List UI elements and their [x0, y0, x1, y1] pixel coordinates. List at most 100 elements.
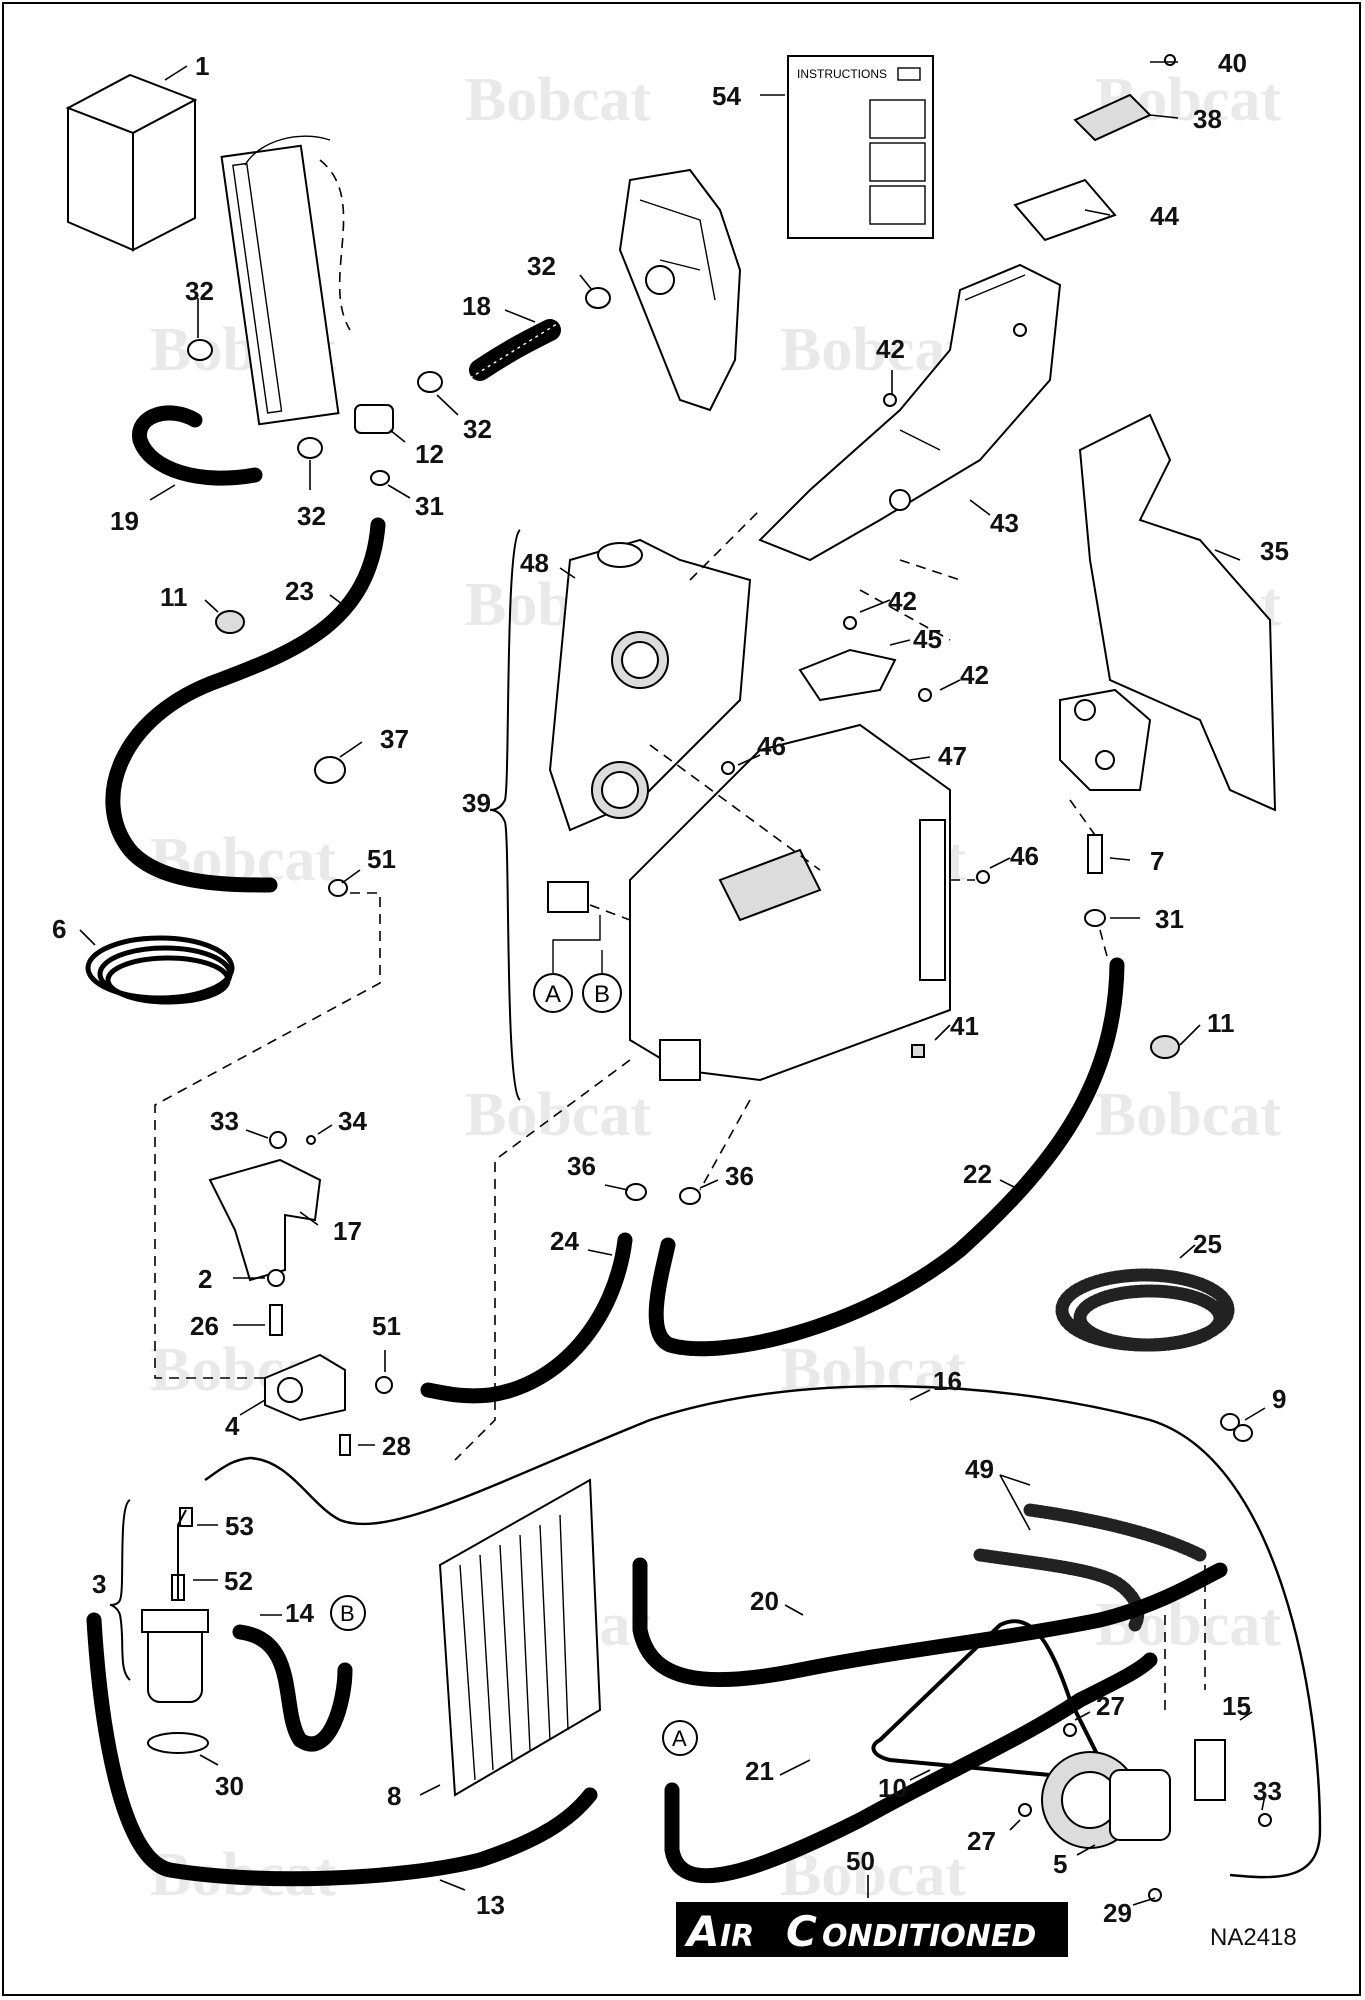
heater-box-47	[629, 723, 951, 1082]
clamp-51	[375, 1376, 393, 1394]
receiver-drier	[141, 1609, 209, 1703]
callout-12: 12	[415, 439, 444, 469]
hose-14	[232, 1624, 353, 1752]
callout-39: 39	[462, 788, 491, 818]
callout-11: 11	[160, 582, 188, 612]
instructions-label: INSTRUCTIONS	[797, 67, 887, 81]
callout-30: 30	[215, 1771, 244, 1801]
callout-50: 50	[846, 1846, 875, 1876]
watermark-text: Bobcat	[1095, 1591, 1281, 1659]
bolt-42	[918, 688, 932, 702]
callout-42: 42	[888, 586, 917, 616]
callout-42: 42	[876, 334, 905, 364]
connector-b-label: B	[594, 981, 610, 1008]
watermark-text: Bobcat	[780, 1841, 966, 1909]
brace-3	[109, 1499, 131, 1681]
watermark-text: Bobcat	[1095, 1081, 1281, 1149]
instructions-sheet-54: INSTRUCTIONS	[787, 55, 934, 239]
bolt-46	[976, 870, 990, 884]
callout-29: 29	[1103, 1898, 1132, 1928]
callout-49: 49	[965, 1454, 994, 1484]
compressor-5	[1041, 1751, 1171, 1849]
bracket-17	[208, 1131, 322, 1282]
callout-32: 32	[527, 251, 556, 281]
banner-word-ir: IR	[720, 1919, 754, 1954]
bracket-15	[1194, 1739, 1226, 1801]
callout-31: 31	[415, 491, 444, 521]
callout-54: 54	[712, 81, 741, 111]
callout-32: 32	[463, 414, 492, 444]
watermark-text: Bobcat	[465, 66, 651, 134]
vent-bezel-44	[1013, 178, 1117, 242]
hose-coil-6	[85, 935, 235, 1005]
bolt-46	[721, 761, 735, 775]
screw-40	[1164, 54, 1176, 66]
callout-19: 19	[110, 506, 139, 536]
callout-46: 46	[1010, 841, 1039, 871]
hose-coil-25	[1055, 1268, 1235, 1352]
rivet-34	[306, 1135, 316, 1145]
mounting-clamp-30	[147, 1732, 209, 1754]
callout-9: 9	[1272, 1384, 1286, 1414]
wire-harness-16-end	[204, 1456, 251, 1481]
connector-a-circle	[533, 973, 573, 1013]
switch-53	[179, 1507, 193, 1527]
callout-26: 26	[190, 1311, 219, 1341]
callout-27: 27	[967, 1826, 996, 1856]
grommet-11	[1150, 1035, 1180, 1059]
callout-51: 51	[367, 844, 396, 874]
hose-20	[632, 1557, 1228, 1688]
callout-33: 33	[210, 1106, 239, 1136]
part-engine-water-valve	[618, 168, 742, 412]
hose-24	[420, 1232, 633, 1404]
part-1-kit-box	[65, 73, 198, 252]
bracket-45	[798, 648, 897, 702]
bolt-29	[1148, 1888, 1162, 1902]
callout-48: 48	[520, 548, 549, 578]
fitting-7	[1087, 834, 1103, 874]
condenser-8	[438, 1478, 602, 1797]
callout-2: 2	[198, 1264, 212, 1294]
callout-5: 5	[1053, 1849, 1067, 1879]
bolt-42	[883, 393, 897, 407]
callout-7: 7	[1150, 846, 1164, 876]
part-heater-core	[220, 135, 351, 426]
hose-21	[664, 1652, 1158, 1884]
callout-4: 4	[225, 1411, 240, 1441]
callout-51: 51	[372, 1311, 401, 1341]
o-ring-9	[1233, 1424, 1253, 1442]
air-conditioned-banner: A IR C ONDITIONED	[676, 1902, 1068, 1957]
banner-letter-a: A	[684, 1907, 720, 1956]
grommet-11	[215, 610, 245, 634]
callout-22: 22	[963, 1159, 992, 1189]
brace-39	[489, 529, 521, 1101]
callout-14: 14	[285, 1598, 314, 1628]
bolt-27	[1063, 1723, 1077, 1737]
panel-35	[1078, 413, 1277, 812]
hose-49	[1023, 1503, 1207, 1562]
bolt-27	[1018, 1803, 1032, 1817]
callout-21: 21	[745, 1756, 774, 1786]
clamp-51	[328, 879, 348, 897]
evaporator-housing-48	[548, 538, 752, 832]
callout-40: 40	[1218, 48, 1247, 78]
clamp-31	[1084, 909, 1106, 927]
hose-22	[648, 957, 1125, 1357]
heater-control-valve	[1059, 688, 1152, 791]
callout-15: 15	[1222, 1691, 1251, 1721]
callout-37: 37	[380, 724, 409, 754]
clamp-36	[625, 1183, 647, 1201]
hose-19	[132, 405, 263, 486]
callout-47: 47	[938, 741, 967, 771]
callout-42: 42	[960, 660, 989, 690]
callout-labels: 1 54 40 38 44 32 32 18 32 12 32 31 19 42…	[52, 48, 1289, 1928]
clamp-32	[187, 339, 213, 361]
callout-10: 10	[878, 1773, 907, 1803]
connector-a-label: A	[672, 1726, 687, 1751]
callout-46: 46	[757, 731, 786, 761]
drawing-code: NA2418	[1210, 1924, 1297, 1951]
callout-1: 1	[195, 51, 209, 81]
